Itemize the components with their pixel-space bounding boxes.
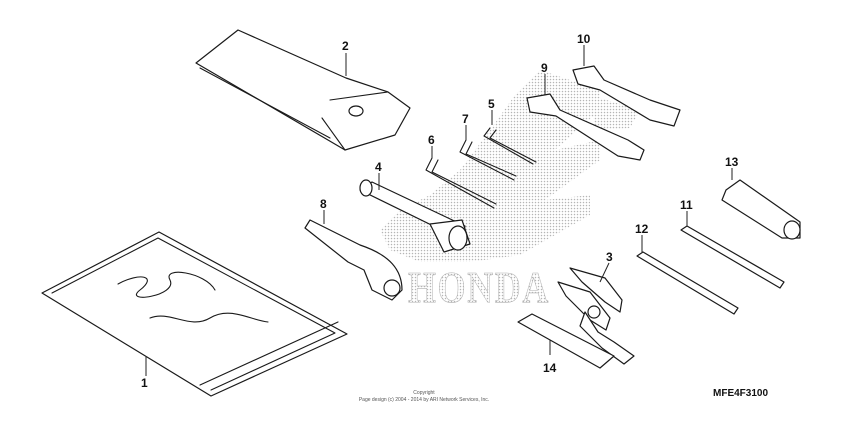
callout-8: 8 <box>320 197 327 211</box>
part-9-open-end-wrench[interactable] <box>526 93 645 161</box>
callout-6: 6 <box>428 133 435 147</box>
callout-1: 1 <box>141 376 148 390</box>
callout-2: 2 <box>342 39 349 53</box>
copyright-line-2: Page design (c) 2004 - 2014 by ARI Netwo… <box>359 397 489 403</box>
part-4-spark-plug-wrench[interactable] <box>359 179 471 253</box>
part-12-screwdriver[interactable] <box>636 251 739 315</box>
callout-12: 12 <box>635 222 649 236</box>
callout-11: 11 <box>680 198 693 212</box>
callout-5: 5 <box>488 97 495 111</box>
part-6-hex-wrench[interactable] <box>425 157 497 209</box>
callout-14: 14 <box>543 361 557 375</box>
part-11-screwdriver[interactable] <box>680 225 785 289</box>
callout-13: 13 <box>725 155 739 169</box>
part-3-pliers[interactable] <box>557 267 635 365</box>
part-7-hex-wrench[interactable] <box>459 139 517 181</box>
callout-4: 4 <box>375 160 382 174</box>
figure-code: MFE4F3100 <box>713 388 768 399</box>
part-10-open-end-wrench[interactable] <box>572 65 681 127</box>
part-1-tool-bag[interactable] <box>41 231 348 397</box>
part-14-tool-sleeve[interactable] <box>517 313 615 369</box>
callout-10: 10 <box>577 32 591 46</box>
copyright-line-1: Copyright <box>413 390 435 396</box>
part-2-tool-case[interactable] <box>195 29 411 151</box>
callout-3: 3 <box>606 250 613 264</box>
honda-wing-watermark <box>380 70 640 262</box>
part-5-hex-wrench[interactable] <box>483 127 537 165</box>
leader-lines <box>145 45 733 376</box>
callout-9: 9 <box>541 61 548 75</box>
part-13-screwdriver-handle[interactable] <box>721 179 801 240</box>
part-8-pin-spanner[interactable] <box>304 219 403 301</box>
honda-watermark-text: HONDA <box>408 263 550 312</box>
callout-7: 7 <box>462 112 469 126</box>
